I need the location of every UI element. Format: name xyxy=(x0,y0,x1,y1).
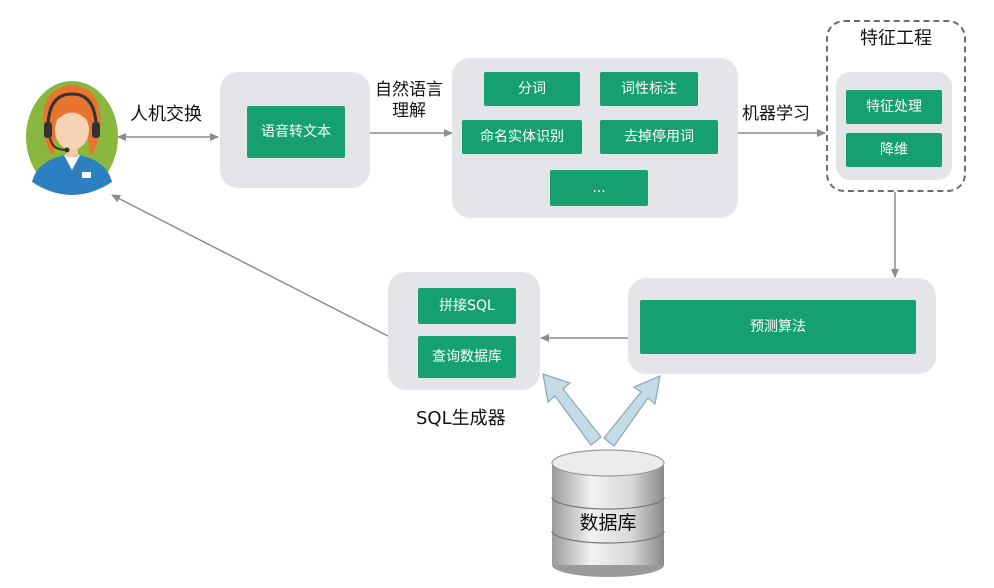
nlu-chip-named-entity-recognition[interactable]: 命名实体识别 xyxy=(462,120,582,154)
sql-generator-label: SQL生成器 xyxy=(416,408,506,429)
db-arrow-to-prediction xyxy=(603,375,661,447)
database-label: 数据库 xyxy=(579,512,637,534)
arrow-sql-agent xyxy=(111,194,389,337)
feature-engineering-label: 特征工程 xyxy=(860,28,932,49)
prediction-algorithm-chip[interactable]: 预测算法 xyxy=(640,300,916,354)
machine-learning-label: 机器学习 xyxy=(742,104,810,124)
nlu-chip-tokenization[interactable]: 分词 xyxy=(484,72,580,106)
speech-to-text-chip[interactable]: 语音转文本 xyxy=(247,106,345,158)
sql-chip-query-database[interactable]: 查询数据库 xyxy=(418,336,516,378)
nlu-chip-stopword-removal[interactable]: 去掉停用词 xyxy=(600,120,718,154)
sql-chip-build-sql[interactable]: 拼接SQL xyxy=(418,288,516,324)
feature-chip-processing[interactable]: 特征处理 xyxy=(846,90,942,124)
db-arrow-to-sql-generator xyxy=(542,373,602,446)
human-interaction-label: 人机交换 xyxy=(130,104,202,125)
customer-service-agent-icon xyxy=(26,81,118,195)
database-cylinder-icon xyxy=(551,449,665,577)
nlu-chip-pos-tagging[interactable]: 词性标注 xyxy=(600,72,698,106)
nlu-chip-more[interactable]: ... xyxy=(550,170,648,206)
nlu-label: 自然语言理解 xyxy=(375,80,443,121)
feature-chip-dimensionality-reduction[interactable]: 降维 xyxy=(846,133,942,167)
